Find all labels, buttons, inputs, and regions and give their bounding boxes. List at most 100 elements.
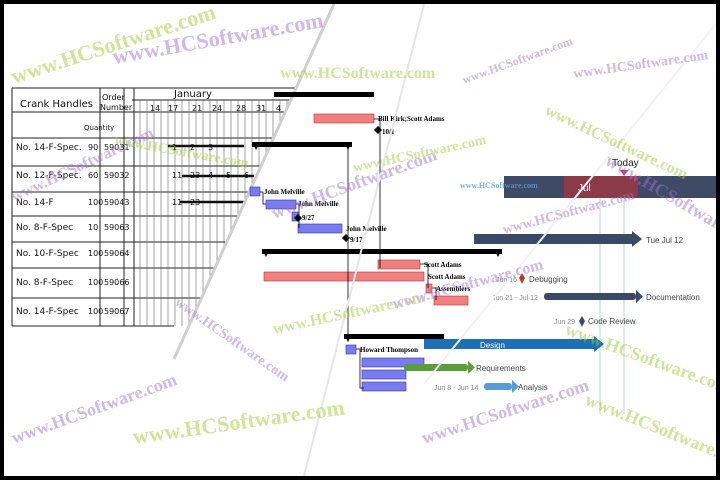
watermark-3: www.HCSoftware.com	[280, 65, 436, 82]
legacy-row-qty: 60	[88, 171, 98, 180]
label-scott-adams-1: Scott Adams	[424, 261, 462, 269]
legacy-row-mark: 11	[172, 198, 182, 207]
legacy-row-order: 59063	[104, 223, 129, 232]
label-10-1: 10/1	[382, 128, 395, 136]
watermark-12: www.HCSoftware.com	[172, 295, 292, 385]
modern-task-date-2: Jun 16	[496, 277, 517, 284]
label-assemblers: Assemblers	[436, 285, 470, 293]
modern-gantt: Jul Today Tue Jul 12 Jun 16 Debugging Ju…	[404, 158, 716, 414]
legacy-quantity-label: Quantity	[84, 124, 114, 132]
label-john-melville-2: John Melville	[298, 200, 339, 208]
summary-bar-2	[252, 142, 352, 147]
modern-task-label-4: Code Review	[588, 317, 636, 326]
requirements-arrow	[468, 361, 475, 374]
modern-task-label-1: Tue Jul 12	[646, 236, 684, 245]
legacy-row-item: No. 14-F	[16, 198, 54, 208]
legacy-day-label: 24	[212, 104, 222, 113]
legacy-row-qty: 100	[88, 249, 103, 258]
legacy-header-order: Order	[102, 93, 125, 102]
modern-task-bar-1	[474, 234, 632, 244]
label-scott-adams-2: Scott Adams	[428, 273, 466, 281]
legacy-row-order: 59066	[104, 278, 129, 287]
task-bill-kirk	[313, 113, 375, 124]
modern-month-cell	[564, 176, 638, 198]
task-howard-2	[361, 369, 407, 380]
analysis-arrow	[512, 380, 519, 393]
legacy-month: January	[173, 89, 212, 100]
code-review-milestone-icon	[579, 316, 585, 327]
documentation-bar	[544, 293, 636, 300]
legacy-day-label: 14	[150, 104, 160, 113]
task-blue-1	[249, 186, 261, 197]
label-howard-thompson: Howard Thompson	[360, 346, 418, 354]
legacy-row-mark: 1	[172, 143, 177, 152]
legacy-row-item: No. 14-F-Spec	[16, 307, 79, 317]
task-howard-3	[361, 381, 407, 392]
label-john-melville-1: John Melville	[264, 188, 305, 196]
legacy-header-item: Crank Handles	[20, 99, 93, 110]
label-bill-kirk: Bill Kirk;Scott Adams	[378, 115, 445, 123]
legacy-row-order: 59031	[104, 143, 129, 152]
legacy-row-order: 59064	[104, 249, 129, 258]
legacy-day-label: 21	[192, 104, 202, 113]
modern-task-label-6: Requirements	[476, 364, 526, 373]
design-arrow	[594, 336, 604, 352]
classic-red-tasks	[263, 113, 469, 306]
today-marker-icon	[620, 170, 628, 176]
modern-task-label-2: Debugging	[529, 275, 568, 284]
requirements-bar	[404, 364, 468, 371]
task-howard-small	[345, 344, 357, 355]
modern-divider	[303, 4, 425, 476]
debugging-milestone-icon	[519, 273, 525, 284]
milestone-10-1	[374, 126, 382, 134]
legacy-row-order: 59067	[104, 307, 129, 316]
summary-bar-1	[274, 92, 374, 97]
task-john-melville-2	[297, 223, 343, 234]
today-label: Today	[612, 158, 639, 169]
legacy-row-qty: 100	[88, 307, 103, 316]
documentation-arrow	[636, 290, 643, 303]
milestone-9-17	[342, 234, 350, 242]
summary-bar-3	[262, 249, 502, 254]
label-9-27: 9/27	[302, 214, 315, 222]
legacy-day-label: 17	[168, 104, 178, 113]
legacy-row-order: 59032	[104, 171, 129, 180]
task-howard-1	[361, 357, 425, 368]
modern-task-date-4: Jun 29	[554, 319, 575, 326]
modern-task-label-5: Design	[480, 341, 505, 350]
legacy-row-mark: 3	[208, 143, 213, 152]
task-assemblers-small	[425, 283, 433, 294]
modern-task-date-3: Jun 21 - Jul 12	[492, 295, 538, 302]
task-john-melville-1	[265, 199, 297, 210]
legacy-row-item: No. 10-F-Spec	[16, 249, 79, 259]
watermark-mini: www.HCSoftware.com	[460, 181, 538, 190]
modern-task-label-7: Analysis	[518, 383, 548, 392]
legacy-row-item: No. 12-F-Spec.	[16, 171, 82, 181]
analysis-bar	[484, 383, 512, 390]
watermark-4: www.HCSoftware.com	[460, 34, 574, 87]
legacy-row-item: No. 8-F-Spec	[16, 223, 73, 233]
legacy-row-qty: 10	[88, 223, 98, 232]
summary-bar-3-cap-end	[494, 249, 502, 257]
legacy-header-number: Number	[100, 103, 133, 112]
summary-bar-3-cap	[262, 249, 270, 257]
legacy-row-qty: 100	[88, 278, 103, 287]
legacy-day-label: 7	[304, 104, 309, 113]
legacy-row-item: No. 8-F-Spec	[16, 278, 73, 288]
modern-task-arrow-1	[632, 231, 642, 247]
watermark-5: www.HCSoftware.com	[572, 48, 709, 82]
legacy-row-mark: 2	[190, 143, 195, 152]
label-9-17: 9/17	[350, 236, 363, 244]
modern-divider-2	[423, 23, 716, 385]
legacy-day-label: 31	[256, 104, 266, 113]
legacy-row-qty: 100	[88, 198, 103, 207]
task-assemblers	[433, 295, 469, 306]
legacy-row-item: No. 14-F-Spec.	[16, 143, 82, 153]
task-scott-adams-1	[377, 259, 421, 270]
watermark-19: www.HCSoftware.com	[583, 389, 716, 473]
legacy-row-order: 59043	[104, 198, 129, 207]
